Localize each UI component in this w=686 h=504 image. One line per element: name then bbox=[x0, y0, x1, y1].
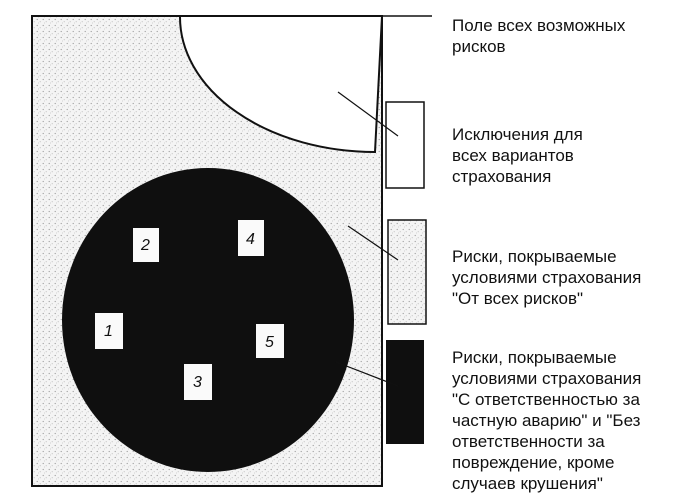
leader-fpa bbox=[335, 361, 399, 387]
risk-number-4: 4 bbox=[246, 231, 255, 248]
leader-all-risks bbox=[347, 225, 399, 261]
legend-box-all-risks bbox=[387, 219, 427, 325]
legend-box-exclusions bbox=[385, 101, 425, 189]
risk-number-3: 3 bbox=[193, 374, 202, 391]
risk-card-1: 1 bbox=[95, 313, 123, 349]
risk-card-4: 4 bbox=[238, 220, 264, 256]
label-all-risks-cover: Риски, покрываемые условиями страхования… bbox=[452, 247, 642, 308]
leader-exclusions bbox=[337, 91, 399, 137]
label-all-risks-field: Поле всех возможных рисков bbox=[452, 16, 626, 56]
risk-card-3: 3 bbox=[184, 364, 212, 400]
legend-box-fpa bbox=[386, 340, 424, 444]
risk-number-1: 1 bbox=[104, 323, 113, 340]
risk-number-5: 5 bbox=[265, 334, 274, 351]
label-exclusions: Исключения для всех вариантов страховани… bbox=[452, 125, 583, 186]
label-fpa-cover: Риски, покрываемые условиями страхования… bbox=[452, 348, 642, 493]
risk-card-2: 2 bbox=[133, 228, 159, 262]
exclusions-region bbox=[178, 15, 384, 154]
risk-number-2: 2 bbox=[140, 237, 150, 254]
risk-card-5: 5 bbox=[256, 324, 284, 358]
